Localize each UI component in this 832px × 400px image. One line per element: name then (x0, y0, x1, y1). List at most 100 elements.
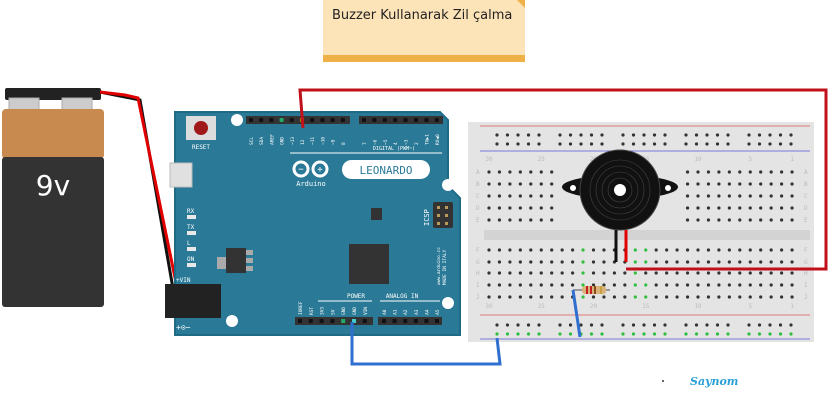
breadboard-hole[interactable] (539, 283, 543, 287)
breadboard-hole[interactable] (696, 170, 700, 174)
rail-hole[interactable] (705, 133, 709, 137)
rail-hole[interactable] (537, 142, 541, 146)
breadboard-hole[interactable] (550, 283, 554, 287)
breadboard-hole[interactable] (790, 194, 794, 198)
rail-hole[interactable] (537, 332, 541, 336)
breadboard-hole[interactable] (717, 271, 721, 275)
breadboard-hole[interactable] (497, 206, 502, 210)
rail-hole[interactable] (505, 323, 510, 327)
breadboard-hole[interactable] (591, 283, 596, 287)
header-pin[interactable] (269, 118, 274, 122)
breadboard-hole[interactable] (759, 295, 763, 299)
rail-hole[interactable] (642, 332, 646, 336)
rail-hole[interactable] (579, 323, 583, 327)
breadboard-hole[interactable] (497, 260, 502, 264)
breadboard-hole[interactable] (780, 194, 784, 198)
rail-hole[interactable] (526, 323, 531, 327)
breadboard-hole[interactable] (623, 295, 627, 299)
rail-hole[interactable] (537, 133, 541, 137)
rail-hole[interactable] (768, 323, 772, 327)
wire-battery-negative[interactable] (99, 90, 177, 301)
breadboard-hole[interactable] (581, 248, 585, 252)
breadboard-hole[interactable] (706, 206, 711, 210)
rail-hole[interactable] (631, 142, 636, 146)
breadboard-hole[interactable] (780, 206, 784, 210)
breadboard-hole[interactable] (571, 248, 575, 252)
header-pin[interactable] (362, 319, 367, 323)
breadboard-hole[interactable] (696, 182, 700, 186)
breadboard-hole[interactable] (748, 218, 752, 222)
breadboard-hole[interactable] (571, 283, 575, 287)
breadboard-hole[interactable] (696, 218, 700, 222)
breadboard-hole[interactable] (685, 283, 690, 287)
breadboard-hole[interactable] (550, 194, 554, 198)
breadboard-hole[interactable] (675, 260, 679, 264)
breadboard-hole[interactable] (654, 248, 658, 252)
wire-resistor-to-gnd[interactable] (571, 289, 582, 338)
header-pin[interactable] (308, 319, 313, 323)
rail-hole[interactable] (705, 332, 709, 336)
breadboard-hole[interactable] (759, 248, 763, 252)
breadboard-hole[interactable] (769, 271, 773, 275)
breadboard-hole[interactable] (727, 218, 731, 222)
breadboard-hole[interactable] (529, 182, 533, 186)
breadboard-hole[interactable] (550, 295, 554, 299)
breadboard-hole[interactable] (790, 271, 794, 275)
breadboard-hole[interactable] (518, 283, 522, 287)
breadboard-hole[interactable] (654, 271, 658, 275)
breadboard-hole[interactable] (487, 170, 491, 174)
breadboard-hole[interactable] (602, 283, 606, 287)
header-pin[interactable] (320, 118, 325, 122)
breadboard-hole[interactable] (748, 182, 752, 186)
breadboard-hole[interactable] (539, 271, 543, 275)
breadboard-hole[interactable] (675, 295, 679, 299)
breadboard-hole[interactable] (759, 218, 763, 222)
breadboard-hole[interactable] (769, 182, 773, 186)
rail-hole[interactable] (600, 332, 604, 336)
rail-hole[interactable] (558, 332, 562, 336)
breadboard-hole[interactable] (487, 248, 491, 252)
breadboard-hole[interactable] (717, 283, 721, 287)
rail-hole[interactable] (600, 323, 604, 327)
rail-hole[interactable] (715, 133, 720, 137)
breadboard-hole[interactable] (518, 271, 522, 275)
breadboard-hole[interactable] (759, 283, 763, 287)
header-pin[interactable] (319, 319, 324, 323)
breadboard-hole[interactable] (790, 206, 794, 210)
breadboard-hole[interactable] (665, 295, 669, 299)
breadboard-hole[interactable] (748, 283, 752, 287)
header-pin[interactable] (279, 118, 284, 122)
breadboard-hole[interactable] (769, 260, 773, 264)
breadboard-hole[interactable] (738, 194, 742, 198)
breadboard-hole[interactable] (738, 182, 742, 186)
breadboard-hole[interactable] (717, 194, 721, 198)
breadboard-hole[interactable] (759, 182, 763, 186)
breadboard-hole[interactable] (581, 271, 585, 275)
rail-hole[interactable] (684, 332, 688, 336)
rail-hole[interactable] (568, 323, 573, 327)
breadboard-hole[interactable] (706, 260, 711, 264)
rail-hole[interactable] (568, 332, 573, 336)
header-pin[interactable] (249, 118, 253, 122)
breadboard-hole[interactable] (560, 260, 564, 264)
header-pin[interactable] (413, 319, 418, 323)
rail-hole[interactable] (694, 142, 699, 146)
breadboard-hole[interactable] (571, 271, 575, 275)
breadboard-hole[interactable] (717, 218, 721, 222)
rail-hole[interactable] (778, 142, 783, 146)
breadboard-hole[interactable] (696, 206, 700, 210)
breadboard-hole[interactable] (696, 271, 700, 275)
breadboard-hole[interactable] (550, 182, 554, 186)
breadboard-hole[interactable] (529, 218, 533, 222)
breadboard-hole[interactable] (550, 218, 554, 222)
breadboard-hole[interactable] (706, 248, 711, 252)
breadboard-hole[interactable] (612, 271, 617, 275)
breadboard-hole[interactable] (706, 295, 711, 299)
breadboard-hole[interactable] (727, 182, 731, 186)
breadboard-hole[interactable] (675, 248, 679, 252)
breadboard-hole[interactable] (591, 248, 596, 252)
breadboard-hole[interactable] (759, 271, 763, 275)
breadboard-hole[interactable] (727, 194, 731, 198)
breadboard-hole[interactable] (497, 271, 502, 275)
header-pin[interactable] (352, 319, 356, 323)
